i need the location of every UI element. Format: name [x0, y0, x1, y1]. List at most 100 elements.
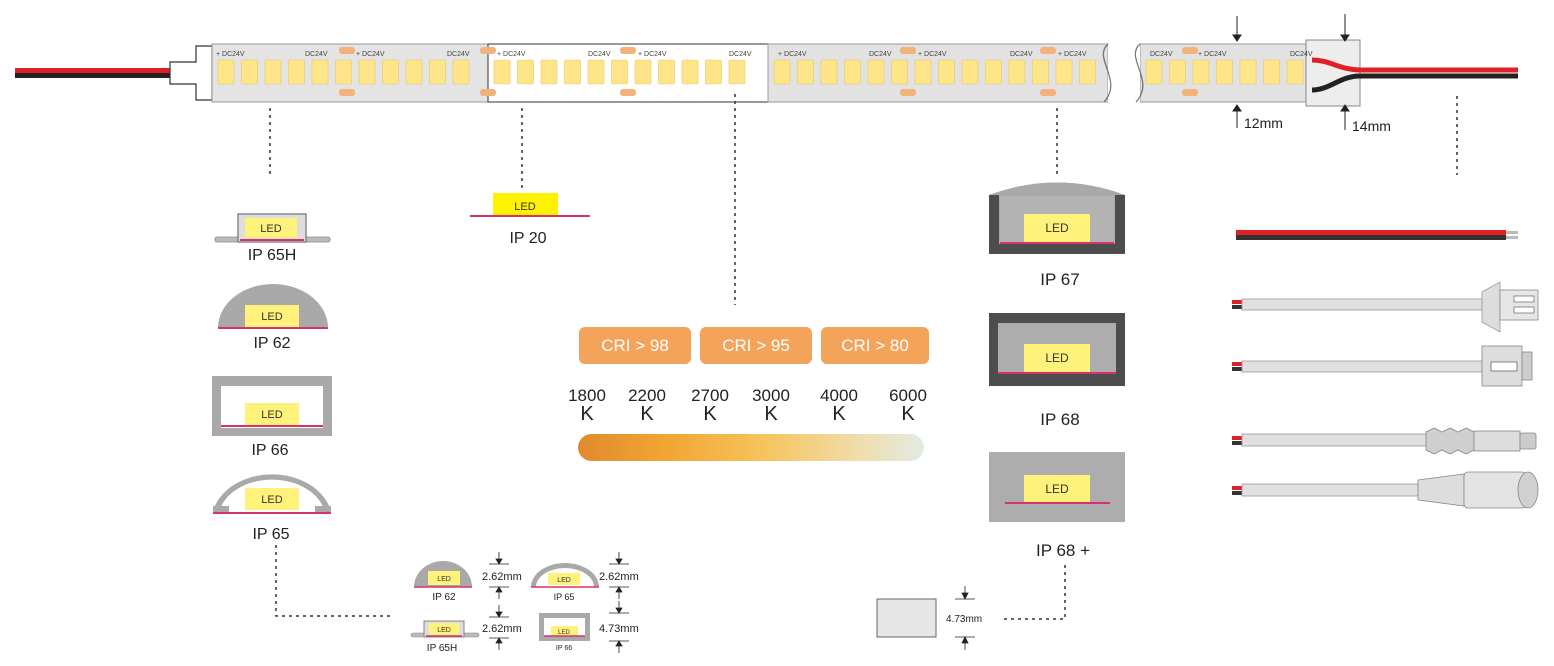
dim-height-label: 4.73mm: [946, 614, 982, 625]
leader-line: [275, 545, 392, 617]
led-chip: [938, 59, 955, 85]
pcb-label: + DC24V: [918, 51, 947, 58]
dim-ip62: LED IP 62: [414, 561, 472, 603]
ip67-label: IP 67: [1040, 270, 1079, 289]
ip67-profile: LED: [989, 182, 1125, 254]
cct-gradient-bar: [578, 434, 924, 461]
dim-ip68plus-block: [876, 598, 937, 638]
left-red-wire: [15, 68, 175, 73]
pcb-label: DC24V: [447, 51, 470, 58]
led-chip: [1024, 344, 1090, 372]
cri-badge-95: CRI > 95: [700, 327, 812, 364]
led-chip: [217, 59, 235, 85]
led-chip: [658, 59, 675, 85]
solder-pad: [900, 89, 916, 96]
led-chip: [452, 59, 470, 85]
width-14mm-label: 14mm: [1352, 118, 1391, 134]
right-black-wire: [1311, 73, 1518, 93]
led-chip: [985, 59, 1002, 85]
led-chip: [634, 59, 652, 85]
svg-text:LED: LED: [1045, 351, 1069, 365]
dim-ip65h: LED IP 65H: [410, 620, 480, 654]
led-chip: [681, 59, 699, 85]
led-chip: [311, 59, 329, 85]
svg-text:LED: LED: [261, 409, 282, 421]
led-chip: [773, 59, 791, 85]
svg-text:LED: LED: [1045, 482, 1069, 496]
ip66-label: IP 66: [251, 442, 288, 459]
dim-ip66-label: IP 66: [556, 645, 572, 652]
svg-text:LED: LED: [557, 577, 571, 584]
pcb-label: DC24V: [729, 51, 752, 58]
pcb-label: + DC24V: [356, 51, 385, 58]
led-chip: [705, 59, 722, 85]
svg-text:LED: LED: [260, 223, 281, 235]
led-chip: [1216, 59, 1233, 85]
led-chip: [245, 218, 297, 238]
right-end-cap: [1305, 39, 1361, 107]
pcb-label: + DC24V: [778, 51, 807, 58]
led-chip: [728, 59, 746, 85]
led-chip: [1286, 59, 1304, 85]
cri-badge-80: CRI > 80: [821, 327, 929, 364]
led-chip: [1008, 59, 1026, 85]
led-chip: [245, 403, 299, 425]
led-chip: [358, 59, 376, 85]
svg-text:LED: LED: [261, 494, 282, 506]
dim-ip65-label: IP 65: [554, 592, 575, 602]
solder-pad: [620, 47, 636, 54]
led-chip: [891, 59, 908, 85]
led-chip: [1192, 59, 1210, 85]
pcb-label: DC24V: [1150, 51, 1173, 58]
led-chip: [1024, 475, 1090, 503]
solder-pad: [480, 47, 496, 54]
led-chip: [844, 59, 861, 85]
led-chip: [1055, 59, 1073, 85]
led-chip: [245, 488, 299, 510]
solder-pad: [480, 89, 496, 96]
strip-break-gap: [1108, 44, 1140, 102]
svg-text:LED: LED: [437, 627, 451, 634]
led-chip: [1239, 59, 1257, 85]
led-chip: [797, 59, 814, 85]
solder-pad: [1040, 47, 1056, 54]
dim-height-label: 4.73mm: [599, 623, 639, 635]
led-chip: [540, 59, 558, 85]
strip-solder-pads: [339, 47, 1198, 96]
ip68-label: IP 68: [1040, 410, 1079, 429]
led-chip: [1079, 59, 1096, 85]
ip68plus-profile: LED: [989, 452, 1125, 522]
svg-text:LED: LED: [261, 311, 282, 323]
dim-height-label: 2.62mm: [482, 571, 522, 583]
left-black-wire: [15, 73, 175, 78]
led-chip: [264, 59, 282, 85]
solder-pad: [900, 47, 916, 54]
pcb-label: DC24V: [305, 51, 328, 58]
solder-pad: [339, 89, 355, 96]
bare-wire-icon: [1236, 230, 1518, 240]
ip65h-profile: LED: [214, 213, 331, 243]
ip65-profile: LED: [213, 474, 331, 514]
led-chip: [288, 59, 305, 85]
ip20-profile: LED: [470, 193, 590, 217]
sm-male-connector-icon: [1232, 281, 1539, 333]
led-chip: [493, 193, 558, 217]
left-end-cap: [169, 45, 213, 101]
svg-text:LED: LED: [558, 630, 570, 636]
led-chip: [1145, 59, 1163, 85]
width-12mm-label: 12mm: [1244, 115, 1283, 131]
pcb-label: + DC24V: [497, 51, 526, 58]
led-chip: [1169, 59, 1186, 85]
dim-height-label: 2.62mm: [482, 623, 522, 635]
led-chip: [517, 59, 534, 85]
svg-text:LED: LED: [514, 201, 535, 213]
ip68-profile: LED: [989, 313, 1125, 386]
solder-pad: [1182, 47, 1198, 54]
right-red-wire: [1311, 57, 1518, 73]
led-chip: [1024, 214, 1090, 242]
pcb-label: + DC24V: [638, 51, 667, 58]
